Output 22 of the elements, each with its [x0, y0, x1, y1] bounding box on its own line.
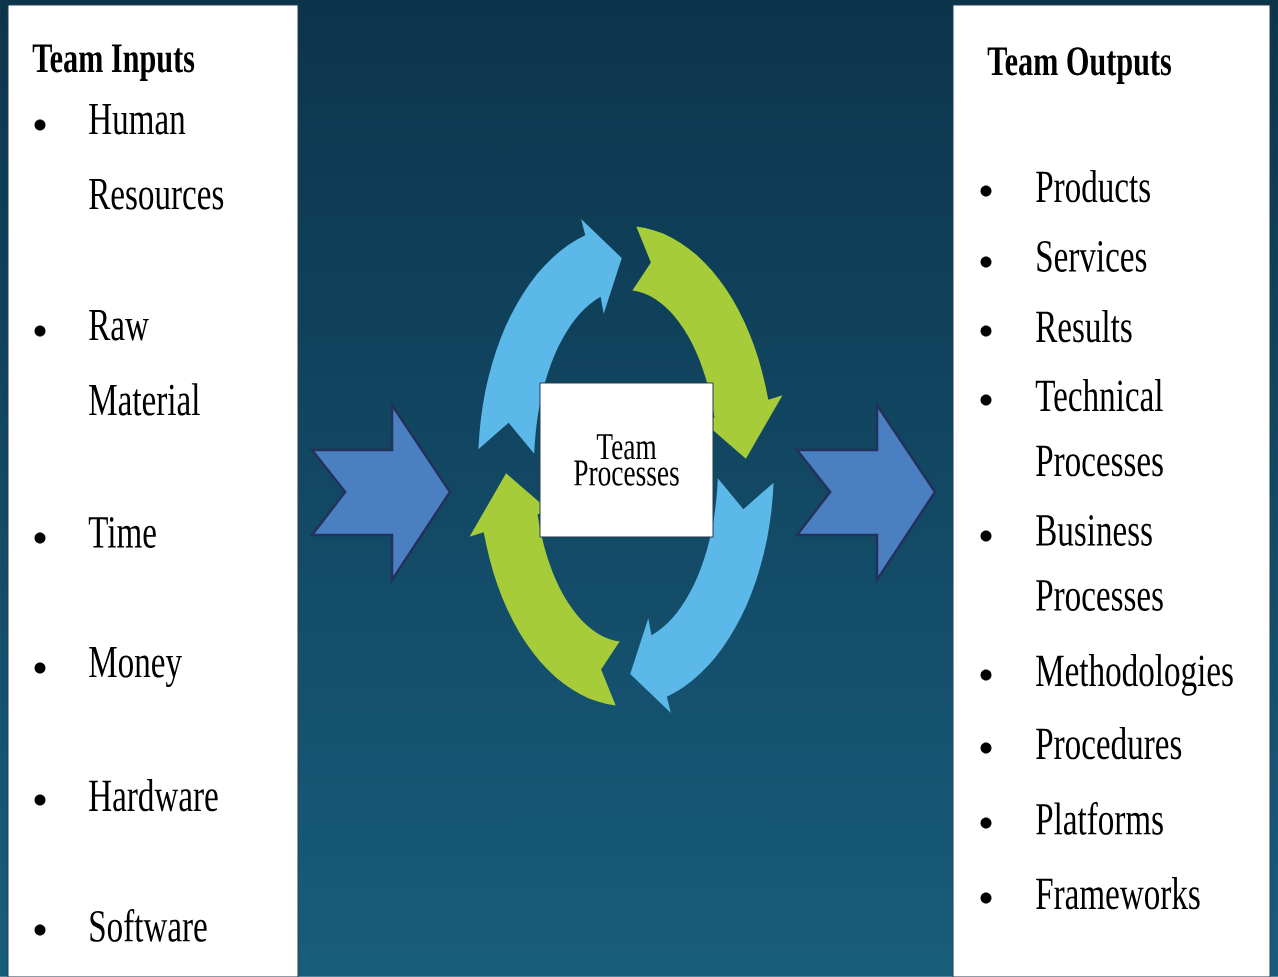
list-item: Products — [980, 170, 1150, 203]
list-item: Raw Material — [34, 310, 200, 416]
list-item: Results — [980, 310, 1132, 343]
list-item: Money — [34, 647, 182, 688]
list-panel — [952, 4, 1271, 977]
panel-heading: Team Outputs — [987, 47, 1171, 84]
list-item: Procedures — [980, 727, 1182, 760]
chevron-arrow — [794, 400, 937, 585]
list-item: Business Processes — [980, 515, 1163, 611]
list-item: Hardware — [34, 779, 218, 812]
list-item: Technical Processes — [980, 379, 1163, 477]
list-item: Frameworks — [980, 877, 1200, 910]
chevron-arrow — [309, 400, 452, 585]
process-box: Team Processes — [539, 382, 714, 538]
list-item: Human Resources — [34, 104, 224, 210]
list-item: Platforms — [980, 802, 1163, 835]
list-item: Services — [980, 241, 1147, 272]
panel-heading: Team Inputs — [32, 44, 195, 81]
list-item: Time — [34, 517, 156, 548]
list-item: Software — [34, 909, 207, 942]
list-panel — [7, 4, 299, 977]
list-item: Methodologies — [980, 654, 1233, 696]
